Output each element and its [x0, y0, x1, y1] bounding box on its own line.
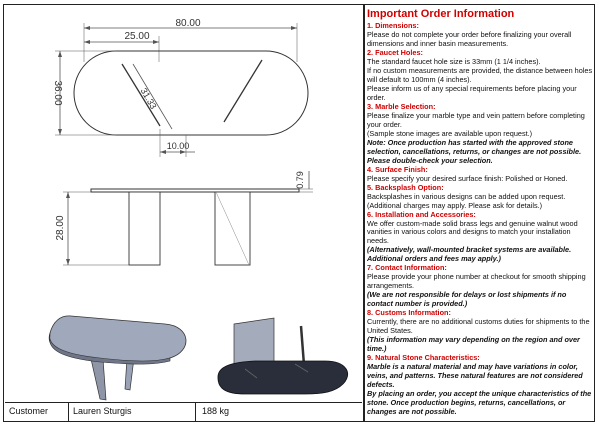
- dim-label-thickness: 0.79: [295, 171, 305, 189]
- sheet-border: [3, 4, 595, 422]
- info-line: Please inform us of any special requirem…: [367, 83, 577, 102]
- info-section-heading: 8. Customs Information:: [367, 308, 451, 318]
- weight-value: 188 kg: [202, 406, 230, 416]
- dim-label-faucet-offset: 25.00: [124, 31, 149, 42]
- dim-label-height: 28.00: [55, 215, 66, 240]
- dim-line-slot: [132, 63, 173, 130]
- order-info-title: Important Order Information: [367, 8, 515, 20]
- info-section: 6. Installation and Accessories:We offer…: [367, 209, 593, 265]
- info-section: 4. Surface Finish:Please specify your de…: [367, 164, 593, 184]
- info-line: Please specify your desired surface fini…: [367, 173, 568, 183]
- top-view: [55, 23, 309, 157]
- info-line: Backsplashes in various designs can be a…: [367, 191, 566, 201]
- left-slot: [121, 63, 161, 127]
- info-section: 2. Faucet Holes:The standard faucet hole…: [367, 48, 593, 103]
- info-section: 9. Natural Stone Characteristics:Marble …: [367, 353, 593, 417]
- info-line: (Sample stone images are available upon …: [367, 128, 533, 138]
- info-note: (Alternatively, wall-mounted bracket sys…: [367, 245, 572, 264]
- info-line: (Additional charges may apply. Please as…: [367, 200, 543, 210]
- info-section: 8. Customs Information:Currently, there …: [367, 308, 593, 354]
- dimension-arrows: [58, 26, 297, 154]
- customer-name: Lauren Sturgis: [69, 403, 196, 421]
- info-section: 1. Dimensions:Please do not complete you…: [367, 21, 593, 49]
- info-note: By placing an order, you accept the uniq…: [367, 388, 592, 416]
- info-section: 7. Contact Information:Please provide yo…: [367, 263, 593, 309]
- info-line: Please finalize your marble type and vei…: [367, 110, 585, 129]
- info-section-heading: 5. Backsplash Option:: [367, 182, 444, 192]
- info-note: Note: Once production has started with t…: [367, 137, 582, 156]
- info-section-heading: 9. Natural Stone Characteristics:: [367, 353, 480, 363]
- info-line: Please do not complete your order before…: [367, 30, 572, 49]
- info-note: (This information may vary depending on …: [367, 335, 580, 354]
- info-line: We offer custom-made solid brass legs an…: [367, 218, 578, 246]
- info-section: 5. Backsplash Option:Backsplashes in var…: [367, 182, 593, 211]
- dim-label-width: 36.00: [52, 80, 63, 105]
- title-block: Customer Lauren Sturgis 188 kg: [5, 402, 362, 421]
- info-section: 3. Marble Selection:Please finalize your…: [367, 101, 593, 166]
- vanity-top-outline: [73, 50, 309, 136]
- sheet-divider: [363, 4, 365, 422]
- info-note: Please double-check your selection.: [367, 155, 493, 165]
- info-section-heading: 2. Faucet Holes:: [367, 48, 423, 58]
- order-info-sections: 1. Dimensions:Please do not complete you…: [367, 21, 593, 417]
- info-line: If no custom measurements are provided, …: [367, 66, 593, 84]
- info-section-heading: 1. Dimensions:: [367, 21, 419, 31]
- info-section-heading: 6. Installation and Accessories:: [367, 209, 476, 219]
- right-slot: [223, 59, 263, 123]
- iso-top-right: [217, 360, 348, 395]
- isometric-view-left: [48, 315, 187, 401]
- info-section-heading: 7. Contact Information:: [367, 263, 447, 273]
- info-section-heading: 4. Surface Finish:: [367, 164, 428, 174]
- front-view: [63, 171, 313, 266]
- vanity-top-side: [90, 188, 300, 193]
- technical-drawing: 80.00 25.00 36.00 31.33 10.00 28.00 0.79: [48, 18, 348, 401]
- info-note: Marble is a natural material and may hav…: [367, 362, 583, 389]
- info-line: Please provide your phone number at chec…: [367, 272, 586, 291]
- info-line: Currently, there are no additional custo…: [367, 317, 590, 336]
- left-pedestal: [128, 191, 161, 266]
- dim-label-slot: 31.33: [139, 86, 159, 111]
- dim-label-length: 80.00: [175, 18, 200, 29]
- customer-label: Customer: [5, 403, 69, 421]
- info-line: The standard faucet hole size is 33mm (1…: [367, 57, 541, 67]
- pedestal-hidden-edge: [215, 191, 250, 266]
- isometric-view-right: [217, 317, 348, 395]
- info-section-heading: 3. Marble Selection:: [367, 101, 436, 111]
- dim-label-edge-offset: 10.00: [167, 141, 190, 151]
- info-note: (We are not responsible for delays or lo…: [367, 290, 567, 309]
- order-info-panel: Important Order Information 1. Dimension…: [367, 8, 593, 420]
